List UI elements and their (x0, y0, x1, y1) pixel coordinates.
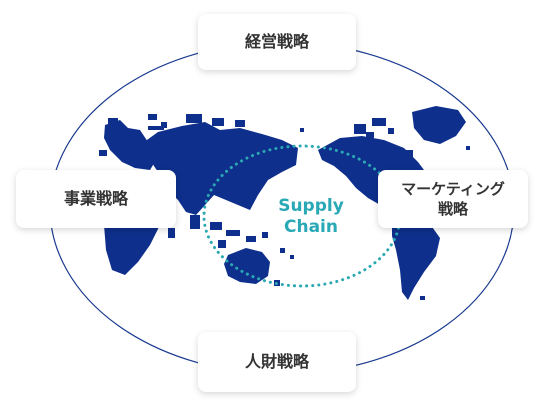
hr-strategy-card: 人財戦略 (198, 332, 356, 392)
marketing-strategy-card: マーケティング 戦略 (378, 170, 528, 228)
supply-chain-label: Supply Chain (252, 196, 370, 239)
marketing-strategy-line-1: マーケティング (401, 179, 505, 198)
management-strategy-card: 経営戦略 (198, 14, 356, 70)
management-strategy-label: 経営戦略 (244, 32, 309, 52)
supply-chain-line-2: Chain (284, 217, 338, 238)
business-strategy-label: 事業戦略 (63, 189, 128, 209)
marketing-strategy-line-2: 戦略 (437, 200, 468, 218)
supply-chain-line-1: Supply (278, 196, 344, 216)
hr-strategy-label: 人財戦略 (244, 352, 309, 372)
business-strategy-card: 事業戦略 (16, 170, 176, 228)
